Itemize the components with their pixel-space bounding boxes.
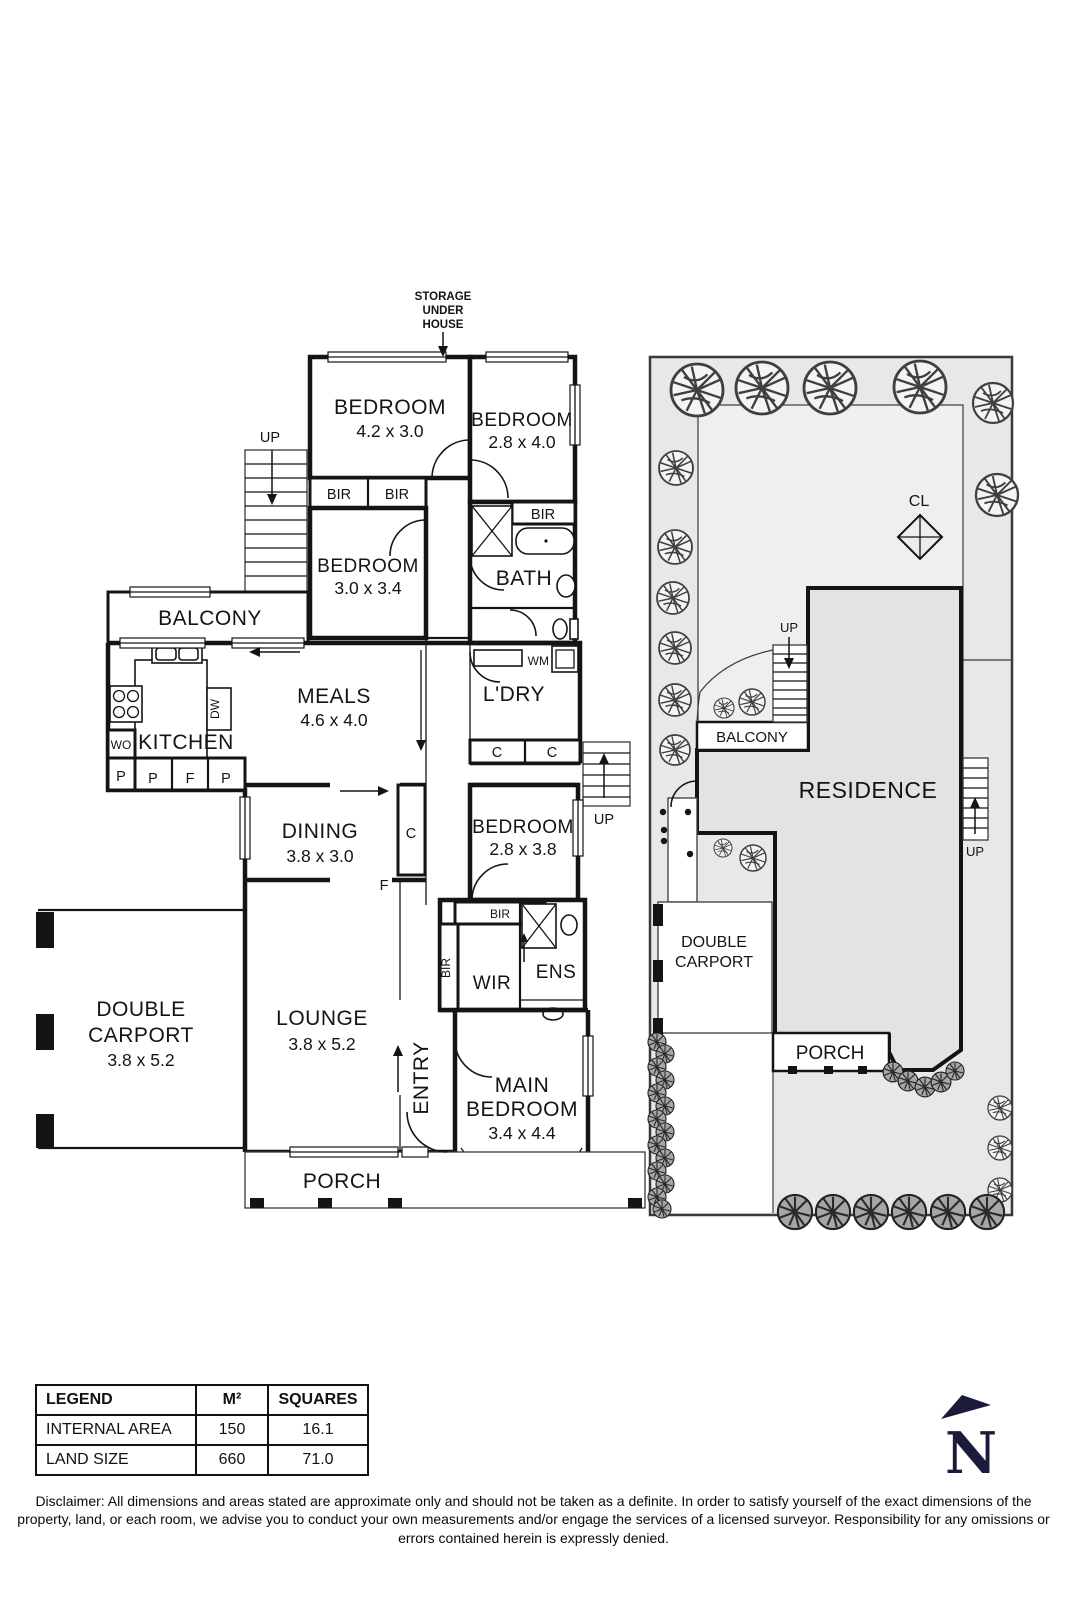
legend-internal-area-m2: 150 bbox=[195, 1414, 269, 1446]
site-right-up-label: UP bbox=[966, 844, 984, 859]
site-side-path bbox=[667, 797, 698, 903]
legend-header-m2: M² bbox=[195, 1384, 269, 1416]
bir-label-1: BIR bbox=[327, 487, 351, 503]
room-bedroom-4 bbox=[467, 782, 581, 903]
storage-note-3: HOUSE bbox=[423, 319, 464, 331]
toilet-icon bbox=[552, 618, 568, 640]
legend-land-size-label: LAND SIZE bbox=[35, 1444, 197, 1476]
legend-header-title: LEGEND bbox=[35, 1384, 197, 1416]
site-residence-label: RESIDENCE bbox=[799, 777, 938, 803]
clothesline-label: CL bbox=[909, 493, 930, 510]
carport-dims: 3.8 x 5.2 bbox=[107, 1050, 174, 1070]
floor-plan: STORAGE UNDER HOUSE BEDROOM 4.2 x 3.0 BE… bbox=[36, 291, 646, 1209]
lounge-dims: 3.8 x 5.2 bbox=[288, 1034, 355, 1054]
bedroom1-label: BEDROOM bbox=[334, 396, 446, 419]
legend-land-size-squares: 71.0 bbox=[267, 1444, 369, 1476]
balcony-label: BALCONY bbox=[158, 607, 262, 630]
legend-row-land-size: LAND SIZE 660 71.0 bbox=[35, 1444, 369, 1476]
pantry-left bbox=[106, 756, 137, 792]
bath-label: BATH bbox=[496, 567, 552, 590]
vanity-icon bbox=[556, 574, 576, 598]
cupboard-dining bbox=[396, 783, 427, 877]
main-bedroom-label-1: MAIN bbox=[495, 1074, 550, 1097]
bedroom2-label: BEDROOM bbox=[471, 410, 573, 431]
meals-label: MEALS bbox=[297, 685, 371, 708]
stairs-up-label: UP bbox=[260, 430, 280, 446]
bedroom2-dims: 2.8 x 4.0 bbox=[488, 432, 555, 452]
porch-label: PORCH bbox=[303, 1170, 381, 1193]
legend-land-size-m2: 660 bbox=[195, 1444, 269, 1476]
site-balcony-label: BALCONY bbox=[716, 729, 788, 746]
north-arrow-icon bbox=[941, 1395, 991, 1419]
porch-area bbox=[244, 1151, 646, 1209]
washing-machine-label: WM bbox=[528, 654, 549, 668]
stairs-right-up-label: UP bbox=[594, 812, 614, 828]
room-balcony bbox=[106, 590, 310, 645]
cupboard-label-2: C bbox=[547, 745, 557, 761]
main-bedroom-dims: 3.4 x 4.4 bbox=[488, 1123, 555, 1143]
entry-label: ENTRY bbox=[410, 1041, 433, 1114]
bir-label-4: BIR bbox=[490, 907, 510, 921]
wir-label: WIR bbox=[473, 973, 511, 994]
legend-header-squares: SQUARES bbox=[267, 1384, 369, 1416]
fridge-label: F bbox=[186, 771, 195, 787]
dining-label: DINING bbox=[282, 820, 359, 843]
bir-label-3: BIR bbox=[531, 507, 555, 523]
main-bedroom-label-2: BEDROOM bbox=[466, 1098, 578, 1121]
wall-oven-label: WO bbox=[111, 738, 132, 752]
dishwasher-icon bbox=[206, 687, 232, 731]
dining-dims: 3.8 x 3.0 bbox=[286, 846, 353, 866]
site-balcony-stairs[interactable] bbox=[772, 644, 808, 723]
site-carport-label-2: CARPORT bbox=[675, 954, 753, 971]
pantry-fridge-row bbox=[133, 756, 247, 792]
carport-label-1: DOUBLE bbox=[96, 998, 185, 1021]
bir-label-5: BIR bbox=[439, 958, 453, 978]
ens-label: ENS bbox=[536, 962, 577, 983]
bedroom4-dims: 2.8 x 3.8 bbox=[489, 839, 556, 859]
laundry-trough bbox=[473, 649, 523, 667]
stairs-upper-left[interactable] bbox=[244, 449, 308, 593]
site-carport-label-1: DOUBLE bbox=[681, 934, 747, 951]
storage-note-1: STORAGE bbox=[415, 291, 472, 303]
pantry-label-2: P bbox=[148, 771, 158, 787]
legend-table: LEGEND M² SQUARES INTERNAL AREA 150 16.1… bbox=[35, 1384, 369, 1476]
site-balcony-up-label: UP bbox=[780, 620, 798, 635]
pantry-label-1: P bbox=[116, 769, 126, 785]
bedroom4-label: BEDROOM bbox=[472, 817, 574, 838]
room-bedroom-1 bbox=[307, 354, 473, 481]
bedroom3-dims: 3.0 x 3.4 bbox=[334, 578, 401, 598]
cupboard-label-1: C bbox=[492, 745, 502, 761]
bir-label-2: BIR bbox=[385, 487, 409, 503]
fireplace-label: F bbox=[380, 878, 389, 894]
site-porch-label: PORCH bbox=[796, 1043, 865, 1064]
dishwasher-label: DW bbox=[208, 698, 222, 719]
site-carport-box bbox=[657, 901, 773, 1034]
cooktop-icon bbox=[109, 685, 143, 723]
legend-row-internal-area: INTERNAL AREA 150 16.1 bbox=[35, 1414, 369, 1446]
north-arrow: N bbox=[941, 1395, 997, 1487]
kitchen-label: KITCHEN bbox=[138, 731, 234, 754]
storage-note-2: UNDER bbox=[423, 305, 465, 317]
site-balcony-box bbox=[695, 720, 810, 752]
bedroom3-label: BEDROOM bbox=[317, 556, 419, 577]
ens-toilet-icon bbox=[560, 914, 578, 936]
laundry-label: L'DRY bbox=[483, 683, 545, 706]
legend-internal-area-label: INTERNAL AREA bbox=[35, 1414, 197, 1446]
pantry-label-3: P bbox=[221, 771, 231, 787]
north-letter: N bbox=[945, 1420, 997, 1487]
meals-dims: 4.6 x 4.0 bbox=[300, 710, 367, 730]
legend-header-row: LEGEND M² SQUARES bbox=[35, 1384, 369, 1416]
cupboard-label-3: C bbox=[406, 826, 416, 842]
disclaimer-text: Disclaimer: All dimensions and areas sta… bbox=[17, 1493, 1050, 1546]
carport-label-2: CARPORT bbox=[88, 1024, 194, 1047]
legend-internal-area-squares: 16.1 bbox=[267, 1414, 369, 1446]
site-driveway bbox=[664, 1033, 773, 1213]
bedroom1-dims: 4.2 x 3.0 bbox=[356, 421, 423, 441]
lounge-label: LOUNGE bbox=[276, 1007, 368, 1030]
site-plan: RESIDENCE BALCONY UP UP CL DOUBLE CARPOR… bbox=[647, 355, 1020, 1231]
site-door-arc bbox=[670, 780, 698, 808]
room-bedroom-3 bbox=[307, 505, 429, 641]
